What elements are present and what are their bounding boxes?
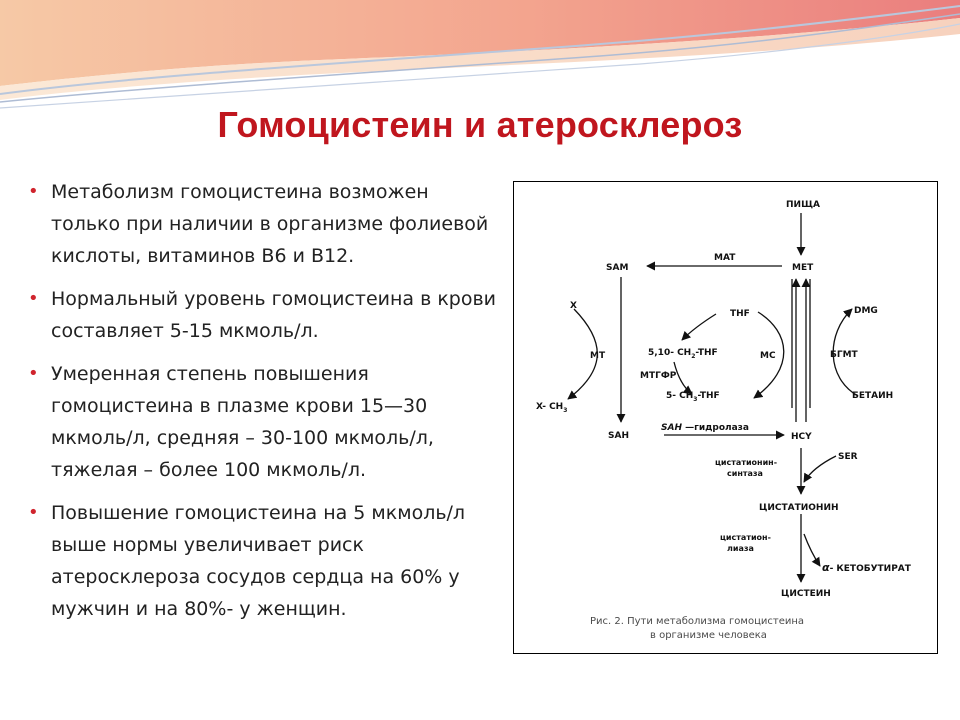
label-met: MET <box>792 263 814 273</box>
label-methylene-thf: 5,10- CH2-THF <box>648 348 718 360</box>
header-wave-decoration <box>0 0 960 109</box>
label-mt: MT <box>590 351 606 361</box>
label-mat: MAT <box>714 253 736 263</box>
arrow-to-ketobutyrate <box>803 533 821 567</box>
label-thf: THF <box>730 309 750 319</box>
bullet-text: Метаболизм гомоцистеина возможен только … <box>51 181 489 267</box>
arrow-ms-cycle <box>753 311 785 399</box>
bullet-text: Повышение гомоцистеина на 5 мкмоль/л выш… <box>51 502 466 620</box>
label-betaine: БЕТАИН <box>852 391 893 401</box>
label-cse-line2: лиаза <box>727 544 754 553</box>
label-ketobutyrate: α- КЕТОБУТИРАТ <box>822 561 912 574</box>
bullet-text: Умеренная степень повышения гомоцистеина… <box>51 363 434 481</box>
slide-title: Гомоцистеин и атеросклероз <box>217 104 743 145</box>
bullet-marker: • <box>28 502 39 523</box>
arrow-betaine-to-dmg <box>832 308 859 397</box>
label-sah-hydrolase: SAH —гидролаза <box>661 423 749 433</box>
bullet-text: Нормальный уровень гомоцистеина в крови … <box>51 288 497 342</box>
bullet-marker: • <box>28 181 39 202</box>
bullet-marker: • <box>28 288 39 309</box>
label-hcy: HCY <box>791 432 812 442</box>
metabolism-diagram: ПИЩА MET MAT SAM THF DMG X 5,10- CH2-THF… <box>536 200 912 641</box>
arrow-methylene-to-methyl <box>673 361 693 395</box>
label-sam: SAM <box>606 263 628 273</box>
figure-caption-line2: в организме человека <box>650 630 767 641</box>
label-sah: SAH <box>608 431 629 441</box>
label-cbs-line1: цистатионин- <box>715 458 777 467</box>
bullet-item: • Повышение гомоцистеина на 5 мкмоль/л в… <box>28 497 498 625</box>
bullet-list: • Метаболизм гомоцистеина возможен тольк… <box>28 176 498 636</box>
label-x: X <box>570 301 577 311</box>
bullet-marker: • <box>28 363 39 384</box>
label-cysteine: ЦИСТЕИН <box>781 589 831 599</box>
label-cystathionine: ЦИСТАТИОНИН <box>759 503 839 513</box>
label-x-ch3: X- CH3 <box>536 402 567 414</box>
arrow-ser-join <box>803 455 837 483</box>
arrow-x-to-xch3 <box>567 308 598 400</box>
arrow-thf-to-methylene <box>681 313 717 341</box>
label-bhmt: БГМТ <box>830 350 859 360</box>
label-cse-line1: цистатион- <box>720 533 771 542</box>
label-cbs-line2: синтаза <box>727 469 763 478</box>
label-mthfr: МТГФР <box>640 371 677 381</box>
label-ser: SER <box>838 452 858 462</box>
bullet-item: • Нормальный уровень гомоцистеина в кров… <box>28 283 498 347</box>
label-methyl-thf: 5- CH3-THF <box>666 391 720 403</box>
figure-caption-line1: Рис. 2. Пути метаболизма гомоцистеина <box>590 616 804 627</box>
bullet-item: • Метаболизм гомоцистеина возможен тольк… <box>28 176 498 272</box>
label-dmg: DMG <box>854 306 878 316</box>
bullet-item: • Умеренная степень повышения гомоцистеи… <box>28 358 498 486</box>
metabolism-figure: ПИЩА MET MAT SAM THF DMG X 5,10- CH2-THF… <box>513 181 938 654</box>
label-food: ПИЩА <box>786 200 820 210</box>
label-ms: MC <box>760 351 776 361</box>
